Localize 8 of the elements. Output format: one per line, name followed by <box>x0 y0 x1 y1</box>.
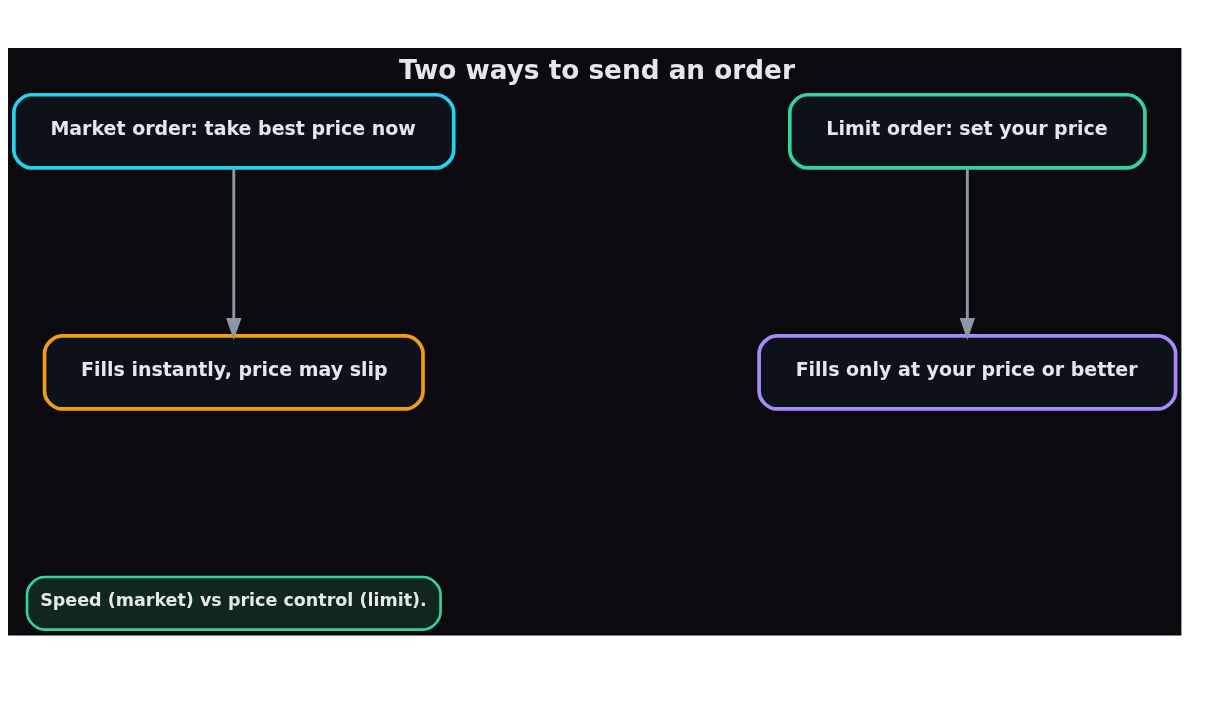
node-box: Fills only at your price or better <box>757 333 1178 411</box>
node-box: Limit order: set your price <box>787 92 1147 170</box>
node-box: Market order: take best price now <box>12 92 456 170</box>
arrow <box>226 167 242 340</box>
node-box: Fills instantly, price may slip <box>42 333 425 411</box>
node-box: Speed (market) vs price control (limit). <box>25 575 442 631</box>
diagram-title: Two ways to send an order <box>398 54 795 85</box>
arrow <box>959 167 976 340</box>
